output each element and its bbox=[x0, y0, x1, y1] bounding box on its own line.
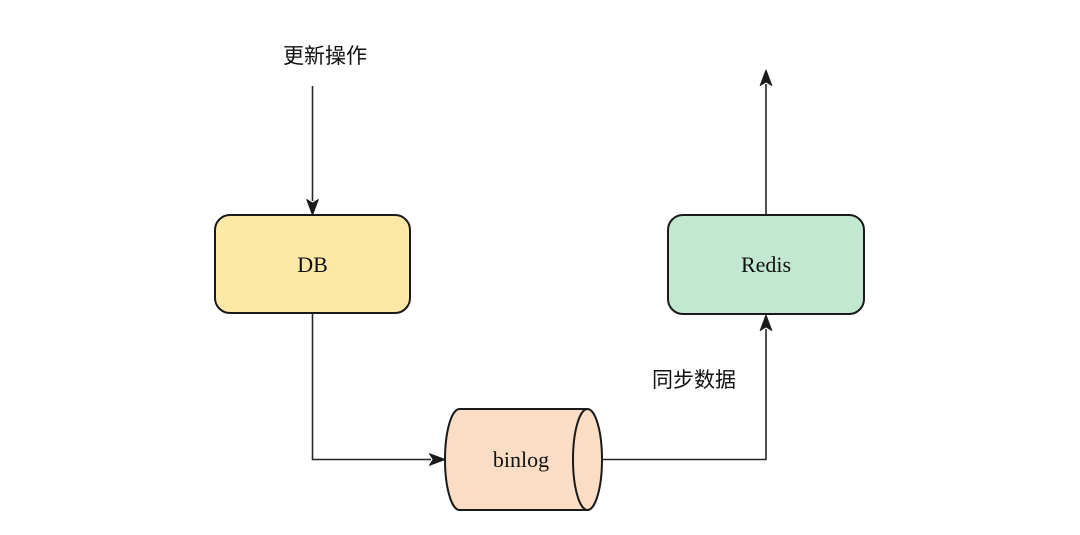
binlog-cylinder-cap bbox=[572, 408, 588, 511]
edge-redis-up bbox=[759, 69, 773, 215]
edge-update-to-db bbox=[306, 86, 319, 216]
edge-db-to-binlog bbox=[311, 313, 446, 466]
node-db: DB bbox=[214, 214, 411, 314]
arrowhead-right-icon bbox=[429, 453, 446, 466]
db-label: DB bbox=[297, 252, 328, 277]
arrowhead-down-icon bbox=[306, 199, 319, 216]
arrowhead-up-icon bbox=[759, 69, 773, 86]
edge-label-sync-data: 同步数据 bbox=[652, 368, 736, 392]
edge-label-update-operation: 更新操作 bbox=[283, 44, 367, 68]
arrowhead-up-icon bbox=[759, 314, 773, 331]
edge-line bbox=[602, 329, 767, 461]
binlog-label: binlog bbox=[493, 447, 549, 472]
redis-label: Redis bbox=[741, 252, 791, 277]
edge-binlog-to-redis bbox=[602, 314, 773, 461]
node-redis: Redis bbox=[667, 214, 865, 315]
edge-line bbox=[311, 313, 431, 461]
node-binlog: binlog bbox=[444, 408, 603, 511]
